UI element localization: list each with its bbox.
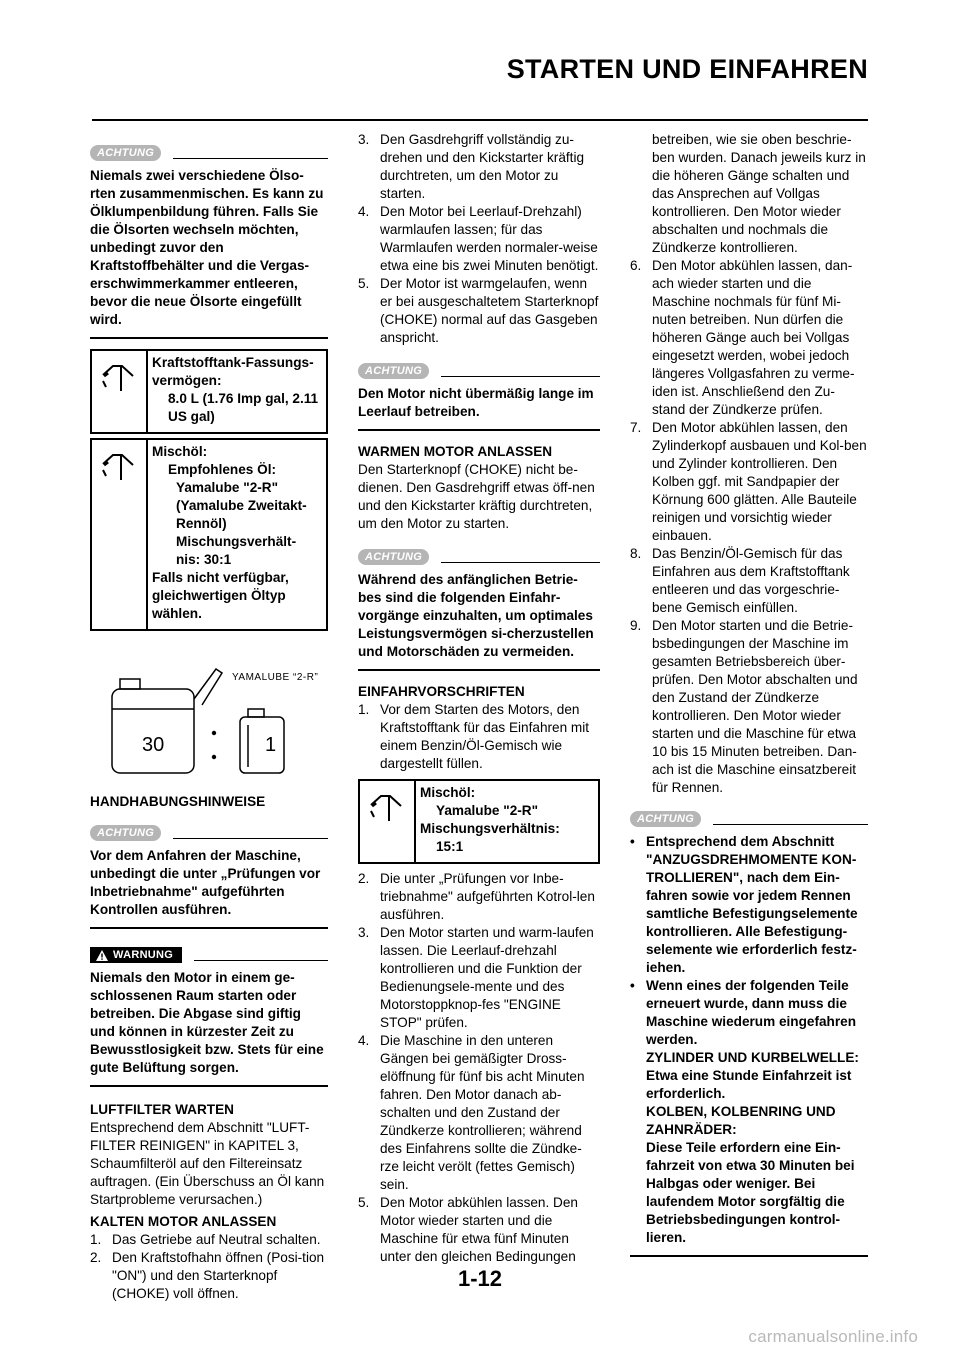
section-title: KALTEN MOTOR ANLASSEN — [90, 1214, 277, 1229]
list-item: 4.Den Motor bei Leerlauf-Drehzahl) warml… — [358, 204, 599, 273]
list-item: 1.Vor dem Starten des Motors, den Krafts… — [358, 702, 590, 771]
spec-label: Mischöl: — [420, 785, 476, 800]
list-item: 3.Den Motor starten und warm-laufen lass… — [358, 925, 594, 1030]
caution-text: Während des anfänglichen Betrie-bes sind… — [358, 567, 600, 671]
bullet-list: •Entsprechend dem Abschnitt "ANZUGSDREHM… — [630, 833, 868, 1247]
list-item: 8.Das Benzin/Öl-Gemisch für das Einfahre… — [630, 546, 850, 615]
caution-header: ACHTUNG — [630, 809, 868, 829]
warning-text: Niemals den Motor in einem ge-schlossene… — [90, 965, 328, 1087]
section-title: EINFAHRVORSCHRIFTEN — [358, 684, 525, 699]
spec-ratio-label: Mischungsverhältnis: — [420, 821, 560, 836]
wrench-spec-icon — [102, 454, 134, 480]
spec-box-breakin-oil: Mischöl: Yamalube "2-R" Mischungsverhält… — [358, 779, 600, 864]
wrench-spec-icon — [102, 365, 134, 391]
paragraph: Entsprechend dem Abschnitt "LUFT-FILTER … — [90, 1120, 325, 1207]
subheading: KOLBEN, KOLBENRING UND ZAHNRÄDER: — [646, 1104, 836, 1137]
caution-text: Vor dem Anfahren der Maschine, unbedingt… — [90, 843, 328, 929]
title-rule — [92, 119, 868, 121]
spec-label: Kraftstofftank-Fassungs-vermögen: — [152, 355, 314, 388]
wrench-spec-icon — [370, 795, 402, 821]
list-item: 1.Das Getriebe auf Neutral schalten. — [90, 1232, 321, 1247]
list-item: 4.Die Maschine in den unteren Gängen bei… — [358, 1033, 585, 1192]
oil-mix-illustration: YAMALUBE “2-R” 30 1 — [90, 659, 328, 779]
list-item: 9.Den Motor starten und die Betrie-bsbed… — [630, 618, 858, 795]
step-list: 1.Das Getriebe auf Neutral schalten. 2.D… — [90, 1231, 328, 1303]
caution-header: ACHTUNG — [358, 361, 600, 381]
caution-badge: ACHTUNG — [90, 825, 162, 841]
section-title: HANDHABUNGSHINWEISE — [90, 794, 266, 809]
subheading: ZYLINDER UND KURBELWELLE: — [646, 1050, 859, 1065]
caution-badge: ACHTUNG — [358, 549, 430, 565]
spec-box-mix-oil: Mischöl: Empfohlenes Öl: Yamalube "2-R" … — [90, 438, 328, 631]
list-item: • Wenn eines der folgenden Teile erneuer… — [630, 977, 868, 1247]
caution-text: Niemals zwei verschiedene Ölso-rten zusa… — [90, 163, 328, 339]
spec-box-tank-capacity: Kraftstofftank-Fassungs-vermögen: 8.0 L … — [90, 349, 328, 434]
column-2: 3.Den Gasdrehgriff vollständig zu-drehen… — [358, 131, 600, 1266]
spec-oil: Yamalube "2-R" (Yamalube Zweitakt-Rennöl… — [176, 480, 307, 531]
section-title: WARMEN MOTOR ANLASSEN — [358, 444, 553, 459]
step-list: 3.Den Gasdrehgriff vollständig zu-drehen… — [358, 131, 600, 347]
watermark: carmanualsonline.info — [748, 1327, 918, 1346]
spec-oil: Yamalube "2-R" — [436, 803, 539, 818]
spec-sublabel: Empfohlenes Öl: — [168, 462, 277, 477]
list-item: 2.Die unter „Prüfungen vor Inbe-triebnah… — [358, 871, 595, 922]
column-1: ACHTUNG Niemals zwei verschiedene Ölso-r… — [90, 131, 328, 1303]
page-title: STARTEN UND EINFAHREN — [506, 54, 868, 84]
caution-header: ACHTUNG — [358, 547, 600, 567]
list-item: 6.Den Motor abkühlen lassen, dan-ach wie… — [630, 258, 855, 417]
step-list: 1.Vor dem Starten des Motors, den Krafts… — [358, 701, 600, 773]
page-number: 1-12 — [457, 1266, 503, 1291]
caution-badge: ACHTUNG — [358, 363, 430, 379]
spec-label: Mischöl: — [152, 444, 208, 459]
column-3: betreiben, wie sie oben beschrie-ben wur… — [630, 131, 868, 1257]
paragraph: Den Starterknopf (CHOKE) nicht be-dienen… — [358, 462, 595, 531]
spec-value: 8.0 L (1.76 Imp gal, 2.11 US gal) — [168, 391, 319, 424]
step-list: 2.Die unter „Prüfungen vor Inbe-triebnah… — [358, 870, 600, 1266]
list-item: •Entsprechend dem Abschnitt "ANZUGSDREHM… — [630, 834, 858, 975]
spec-note: Falls nicht verfügbar, gleichwertigen Öl… — [152, 570, 289, 621]
caution-header: ACHTUNG — [90, 143, 328, 163]
section-title: LUFTFILTER WARTEN — [90, 1102, 234, 1117]
oil-can-illustration — [111, 667, 285, 774]
list-item: 2.Den Kraftstofhahn öffnen (Posi-tion "O… — [90, 1250, 325, 1301]
illustration-ratio-right: 1 — [265, 734, 277, 756]
list-item: 7.Den Motor abkühlen lassen, den Zylinde… — [630, 420, 867, 543]
spec-ratio: 15:1 — [436, 839, 464, 854]
warning-triangle-icon — [96, 949, 108, 961]
step-list: 6.Den Motor abkühlen lassen, dan-ach wie… — [630, 257, 868, 797]
caution-header: ACHTUNG — [90, 823, 328, 843]
illustration-label: YAMALUBE “2-R” — [232, 672, 319, 683]
warning-header: WARNUNG — [90, 945, 328, 965]
caution-badge: ACHTUNG — [630, 811, 702, 827]
warning-badge: WARNUNG — [90, 947, 183, 963]
list-item: 5.Der Motor ist warmgelaufen, wenn er be… — [358, 276, 599, 345]
caution-badge: ACHTUNG — [90, 145, 162, 161]
spec-ratio: Mischungsverhält-nis: 30:1 — [176, 534, 297, 567]
illustration-ratio-left: 30 — [142, 734, 165, 756]
caution-text-block: •Entsprechend dem Abschnitt "ANZUGSDREHM… — [630, 829, 868, 1257]
list-item: 3.Den Gasdrehgriff vollständig zu-drehen… — [358, 132, 585, 201]
paragraph: betreiben, wie sie oben beschrie-ben wur… — [652, 132, 866, 255]
list-item: 5.Den Motor abkühlen lassen. Den Motor w… — [358, 1195, 578, 1264]
caution-text: Den Motor nicht übermäßig lange im Leerl… — [358, 381, 600, 431]
